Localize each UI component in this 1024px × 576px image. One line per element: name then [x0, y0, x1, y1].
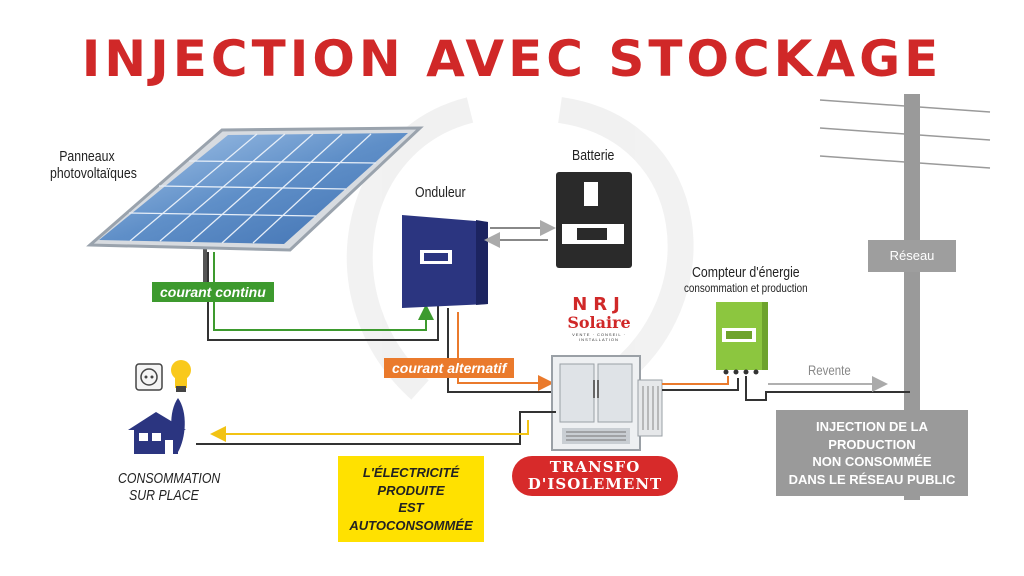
transformer-icon — [551, 355, 663, 451]
dc-current-tag: courant continu — [152, 282, 274, 302]
injection-box: INJECTION DE LA PRODUCTION NON CONSOMMÉE… — [776, 410, 968, 497]
battery-icon — [556, 172, 632, 268]
solar-panel-icon — [86, 126, 424, 290]
ac-current-tag: courant alternatif — [384, 358, 515, 378]
house-icon — [128, 398, 186, 454]
autoconsumption-box: L'ÉLECTRICITÉ PRODUITE EST AUTOCONSOMMÉE — [338, 456, 484, 543]
resale-label: Revente — [808, 362, 851, 378]
energy-meter-icon — [716, 302, 768, 375]
consumption-label: CONSOMMATION SUR PLACE — [118, 470, 221, 505]
logo-line2: Solaire — [567, 313, 631, 332]
nrj-solaire-logo: NRJ Solaire VENTE · CONSEIL · INSTALLATI… — [553, 294, 645, 342]
utility-pole-icon — [819, 94, 991, 500]
battery-plus: + — [610, 226, 618, 240]
inverter-icon — [402, 215, 488, 308]
meter-subtitle: consommation et production — [684, 281, 808, 295]
meter-title: Compteur d'énergie — [692, 264, 800, 281]
transfo-badge: TRANSFO D'ISOLEMENT — [512, 456, 678, 496]
battery-label: Batterie — [572, 147, 615, 164]
network-label: Réseau — [868, 240, 956, 272]
inverter-label: Onduleur — [415, 184, 466, 201]
watermark — [346, 97, 694, 400]
panels-label: Panneaux photovoltaïques — [50, 148, 137, 183]
power-outlet-icon — [135, 363, 163, 391]
page-title: INJECTION AVEC STOCKAGE — [81, 30, 943, 88]
battery-minus: − — [565, 226, 573, 240]
logo-tagline: VENTE · CONSEIL · INSTALLATION — [572, 332, 626, 342]
logo-line1: NRJ — [572, 294, 626, 315]
light-bulb-icon — [171, 360, 191, 392]
